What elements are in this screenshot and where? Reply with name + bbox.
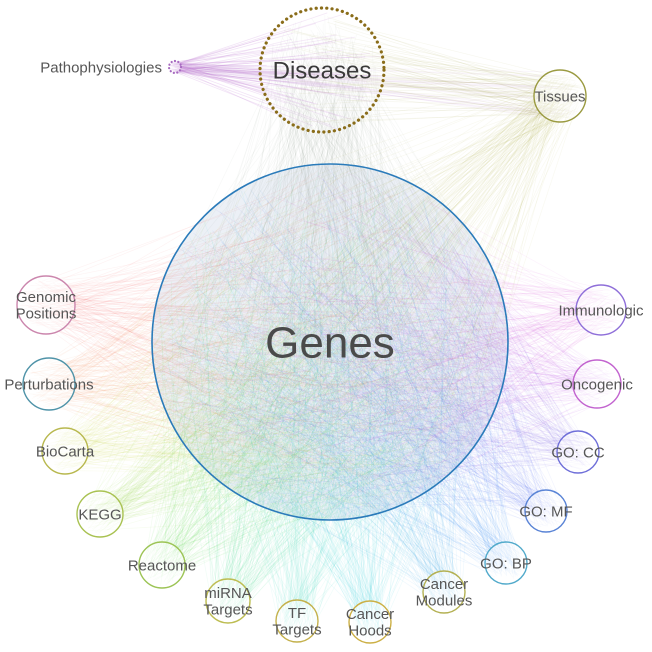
edge-bundle-tissues-to-genes [168,74,584,501]
node-circle-mirna-targets[interactable] [205,578,251,624]
node-label-go-cc: GO: CC [551,444,605,461]
node-circle-genes[interactable] [151,163,509,521]
node-label-immunologic: Immunologic [558,302,644,319]
edge-bundle-reactome-to-genes [141,174,504,586]
edge-bundle-biocarta-to-genes [44,169,507,509]
edge-bundle-pathophysiologies-to-diseases [169,12,383,130]
node-circle-tissues[interactable] [533,69,587,123]
edge-bundle-diseases-to-tissues [272,16,586,123]
node-go-bp[interactable] [484,541,528,585]
node-circle-immunologic[interactable] [575,284,627,336]
node-label-genes: Genes [265,318,395,367]
node-circle-cancer-hoods[interactable] [348,600,392,644]
node-pathophysiologies[interactable] [167,59,183,75]
node-perturbations[interactable] [22,357,76,411]
edge-bundle-immunologic-to-genes [156,172,624,510]
node-circle-oncogenic[interactable] [572,359,622,409]
node-circle-genomic-positions[interactable] [16,275,76,335]
node-oncogenic[interactable] [572,359,622,409]
node-biocarta[interactable] [41,427,89,475]
node-label-go-bp: GO: BP [480,555,532,572]
node-cancer-hoods[interactable] [348,600,392,644]
node-genes[interactable] [151,163,509,521]
node-tf-targets[interactable] [275,599,319,643]
node-circle-go-cc[interactable] [556,430,600,474]
node-label-kegg: KEGG [78,506,121,523]
node-tissues[interactable] [533,69,587,123]
edge-bundle-pathophysiologies-to-tissues [170,62,585,120]
node-reactome[interactable] [138,541,186,589]
node-circle-go-bp[interactable] [484,541,528,585]
node-label-go-mf: GO: MF [519,503,572,520]
node-label-perturbations: Perturbations [4,376,93,393]
edge-bundle-go-mf-to-genes [167,178,566,528]
node-mirna-targets[interactable] [205,578,251,624]
node-label-oncogenic: Oncogenic [561,376,633,393]
edge-bundle-go-cc-to-genes [167,164,597,505]
edge-bundle-go-bp-to-genes [162,164,525,580]
node-circle-diseases[interactable] [258,6,386,134]
node-label-diseases: Diseases [273,57,372,84]
edge-bundle-diseases-to-genes [153,15,505,512]
node-label-reactome: Reactome [128,557,196,574]
edge-bundle-tf-targets-to-genes [167,169,500,639]
node-circle-kegg[interactable] [76,490,124,538]
node-circle-pathophysiologies[interactable] [167,59,183,75]
node-kegg[interactable] [76,490,124,538]
genes-circle-tint [152,164,508,520]
edge-bundle-kegg-to-genes [79,172,500,534]
node-label-tissues: Tissues [534,88,585,105]
node-cancer-modules[interactable] [422,570,466,614]
node-immunologic[interactable] [575,284,627,336]
node-genomic-positions[interactable] [16,275,76,335]
node-diseases[interactable] [258,6,386,134]
edge-bundle-cancer-modules-to-genes [167,180,486,610]
edge-bundle-oncogenic-to-genes [156,174,619,520]
node-circle-cancer-modules[interactable] [422,570,466,614]
node-circle-reactome[interactable] [138,541,186,589]
node-go-mf[interactable] [524,489,568,533]
node-go-cc[interactable] [556,430,600,474]
node-circle-go-mf[interactable] [524,489,568,533]
edge-bundle-mirna-targets-to-genes [156,172,496,620]
node-label-pathophysiologies: Pathophysiologies [40,59,162,76]
node-circle-tf-targets[interactable] [275,599,319,643]
node-label-biocarta: BioCarta [36,443,95,460]
node-circle-biocarta[interactable] [41,427,89,475]
node-circle-perturbations[interactable] [22,357,76,411]
edge-bundle-perturbations-to-genes [26,170,504,515]
edge-bundle-cancer-hoods-to-genes [160,180,502,641]
